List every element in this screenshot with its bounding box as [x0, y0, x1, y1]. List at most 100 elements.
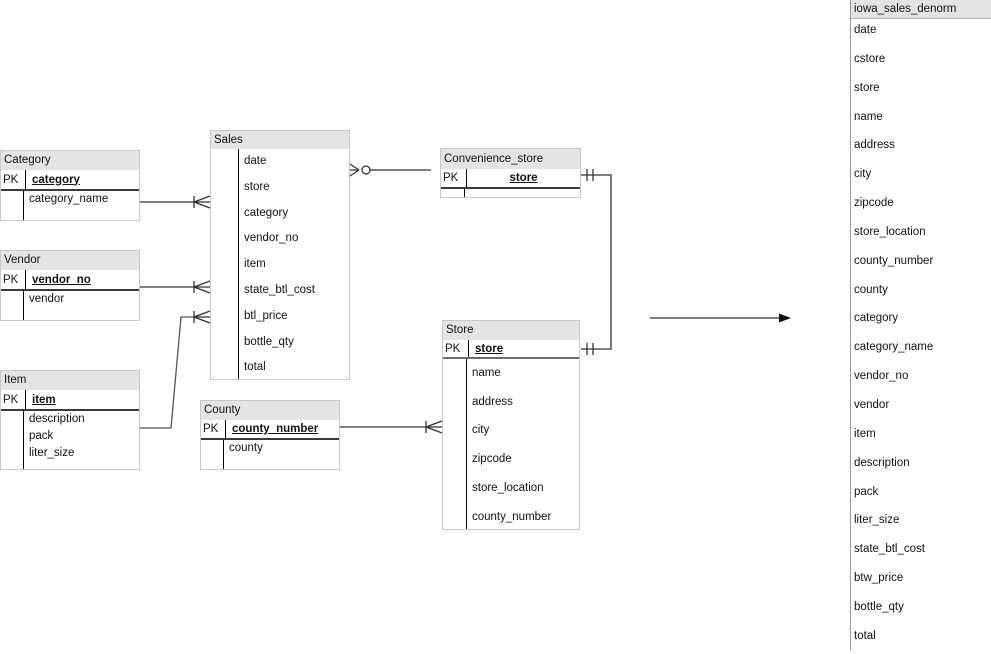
denorm-flow-arrow [650, 313, 791, 323]
field-name: description [29, 413, 85, 425]
entity-convenience-store-fields [441, 189, 580, 197]
entity-county-pk-field: county_number [225, 420, 339, 438]
entity-category[interactable]: Category PK category category_name [0, 150, 140, 221]
field-name: total [244, 361, 266, 374]
entity-category-title: Category [1, 151, 139, 170]
denorm-field-name: store_location [854, 225, 926, 238]
field-name: store_location [472, 481, 544, 494]
field-name: date [244, 155, 267, 167]
field-name: zipcode [472, 453, 512, 466]
entity-store-pk-row: PK store [443, 340, 579, 359]
denorm-field-name: item [854, 427, 876, 440]
field-name: name [472, 367, 501, 379]
denorm-field-name: pack [854, 485, 879, 498]
pk-separator-line [464, 189, 465, 197]
field-name: pack [29, 430, 54, 442]
entity-item-pk-row: PK item [1, 390, 139, 411]
pk-separator-line [23, 411, 24, 469]
field-name: city [472, 424, 490, 437]
entity-sales-title: Sales [211, 131, 349, 149]
entity-item-title: Item [1, 371, 139, 390]
field-name: category_name [29, 193, 109, 205]
entity-category-pk-row: PK category [1, 170, 139, 191]
field-name: vendor_no [244, 232, 299, 245]
denorm-field-name: cstore [854, 52, 886, 65]
entity-item[interactable]: Item PK item description pack liter_size [0, 370, 140, 470]
pk-separator-line [23, 191, 24, 220]
field-name: state_btl_cost [244, 283, 315, 296]
denorm-field-name: county_number [854, 254, 934, 267]
rel-item-sales [140, 310, 211, 429]
denorm-table-title: iowa_sales_denorm [851, 0, 991, 19]
denorm-field-name: vendor_no [854, 370, 909, 383]
field-name: btl_price [244, 309, 288, 322]
denorm-field-name: category_name [854, 341, 934, 354]
entity-vendor[interactable]: Vendor PK vendor_no vendor [0, 250, 140, 321]
entity-category-pk-field: category [25, 170, 139, 189]
denorm-field-name: description [854, 456, 910, 469]
entity-vendor-pk-field: vendor_no [25, 270, 139, 289]
entity-convenience-store-title: Convenience_store [441, 149, 580, 169]
entity-convenience-store-pk-field: store [466, 169, 580, 187]
denorm-field-name: btw_price [854, 572, 904, 585]
denorm-field-name: county [854, 283, 888, 296]
denorm-field-name: date [854, 24, 877, 36]
entity-county[interactable]: County PK county_number county [200, 400, 340, 470]
denorm-table-panel: iowa_sales_denorm date cstore store name add… [850, 0, 991, 650]
rel-vendor-sales [140, 280, 211, 294]
field-name: store [244, 180, 270, 193]
entity-store-pk-field: store [468, 340, 579, 357]
entity-convenience-store-pk-row: PK store [441, 169, 580, 189]
denorm-field-name: name [854, 110, 883, 123]
entity-county-pk-row: PK county_number [201, 420, 339, 440]
entity-convenience-store[interactable]: Convenience_store PK store [440, 148, 581, 198]
pk-label: PK [3, 393, 19, 406]
entity-item-fields: description pack liter_size [1, 411, 139, 469]
denorm-field-name: address [854, 139, 895, 152]
field-name: item [244, 258, 266, 271]
denorm-field-name: state_btl_cost [854, 543, 925, 556]
pk-label: PK [3, 173, 19, 186]
entity-item-pk-field: item [25, 390, 139, 409]
denorm-field-name: vendor [854, 398, 890, 411]
field-name: vendor [29, 293, 65, 305]
field-name: county_number [472, 510, 552, 523]
entity-vendor-fields: vendor [1, 291, 139, 320]
pk-separator-line [223, 440, 224, 469]
entity-store-title: Store [443, 321, 579, 340]
denorm-field-name: total [854, 629, 876, 642]
pk-label: PK [3, 273, 19, 286]
denorm-field-name: liter_size [854, 514, 900, 527]
denorm-field-name: zipcode [854, 197, 894, 210]
pk-separator-line [238, 149, 239, 379]
rel-sales-cstore [349, 163, 431, 177]
pk-separator-line [466, 359, 467, 529]
entity-county-fields: county [201, 440, 339, 469]
field-name: county [229, 442, 263, 454]
entity-vendor-title: Vendor [1, 251, 139, 270]
rel-county-store [340, 420, 443, 434]
rel-category-sales [140, 195, 211, 209]
field-name: bottle_qty [244, 335, 294, 348]
denorm-field-name: bottle_qty [854, 600, 904, 613]
entity-county-title: County [201, 401, 339, 420]
pk-label: PK [443, 172, 459, 184]
denorm-field-name: category [854, 312, 899, 325]
entity-category-fields: category_name [1, 191, 139, 220]
denorm-field-name: store [854, 81, 880, 94]
pk-label: PK [445, 342, 461, 355]
field-name: address [472, 395, 513, 408]
pk-label: PK [203, 423, 219, 435]
field-name: category [244, 206, 289, 219]
entity-store[interactable]: Store PK store name address city zipcode sto… [442, 320, 580, 530]
pk-separator-line [23, 291, 24, 320]
rel-cstore-store [581, 169, 612, 355]
entity-vendor-pk-row: PK vendor_no [1, 270, 139, 291]
field-name: liter_size [29, 447, 75, 459]
